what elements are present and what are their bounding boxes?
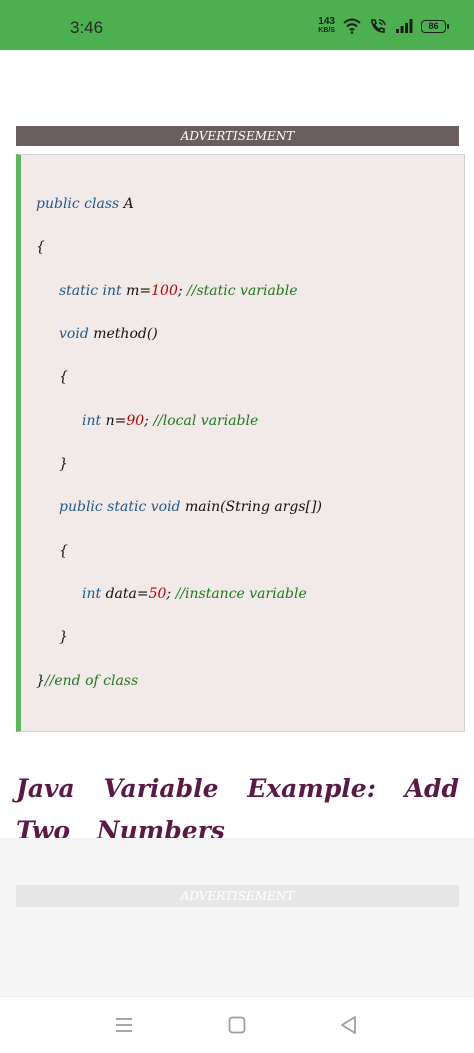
navigation-bar bbox=[0, 996, 474, 1053]
code-number: 50 bbox=[148, 586, 167, 602]
code-brace: { bbox=[36, 239, 45, 255]
code-brace: } bbox=[59, 456, 68, 472]
code-comment: //end of class bbox=[44, 673, 139, 689]
section-heading: Java Variable Example: Add Two Numbers bbox=[16, 774, 459, 845]
signal-icon bbox=[396, 19, 413, 33]
code-text: data= bbox=[105, 586, 149, 602]
code-brace: } bbox=[36, 673, 45, 689]
home-icon[interactable] bbox=[225, 1013, 249, 1037]
code-comment: //static variable bbox=[187, 283, 298, 299]
code-line: public static void main(String args[]) bbox=[59, 499, 322, 515]
code-number: 100 bbox=[151, 283, 178, 299]
back-icon[interactable] bbox=[337, 1013, 361, 1037]
advertisement-banner-bottom[interactable]: ADVERTISEMENT bbox=[16, 885, 459, 907]
code-text: m= bbox=[126, 283, 152, 299]
code-number: 90 bbox=[126, 413, 145, 429]
battery-level: 86 bbox=[428, 21, 439, 31]
code-keyword: int bbox=[82, 413, 106, 429]
code-line: void method() bbox=[59, 326, 158, 342]
code-line: int data=50; //instance variable bbox=[82, 586, 307, 602]
code-comment: //local variable bbox=[153, 413, 259, 429]
code-line: { bbox=[59, 543, 68, 559]
code-keyword: static int bbox=[59, 283, 127, 299]
wifi-calling-icon bbox=[371, 19, 386, 33]
code-line: static int m=100; //static variable bbox=[59, 283, 298, 299]
status-icons: 143 KB/S 86 bbox=[318, 15, 449, 37]
wifi-icon bbox=[343, 18, 361, 34]
status-time: 3:46 bbox=[70, 18, 104, 37]
ad-overlay[interactable] bbox=[0, 838, 474, 996]
code-keyword: public class bbox=[36, 196, 124, 212]
code-text: ; bbox=[177, 283, 188, 299]
code-line: } bbox=[59, 456, 68, 472]
network-speed: 143 KB/S bbox=[318, 17, 335, 35]
network-speed-unit: KB/S bbox=[318, 27, 335, 34]
code-line: }//end of class bbox=[36, 673, 138, 689]
code-line: { bbox=[59, 369, 68, 385]
code-text: main(String args[]) bbox=[184, 499, 322, 515]
code-text: ; bbox=[144, 413, 154, 429]
advertisement-banner[interactable]: ADVERTISEMENT bbox=[16, 126, 459, 146]
code-text: n= bbox=[105, 413, 127, 429]
code-text: A bbox=[123, 196, 134, 212]
code-keyword: void bbox=[59, 326, 94, 342]
menu-icon[interactable] bbox=[112, 1013, 136, 1037]
network-speed-value: 143 bbox=[318, 16, 335, 27]
code-block: public class A { static int m=100; //sta… bbox=[16, 154, 465, 732]
code-keyword: int bbox=[82, 586, 106, 602]
code-line: } bbox=[59, 629, 68, 645]
code-brace: { bbox=[59, 369, 68, 385]
code-brace: } bbox=[59, 629, 68, 645]
code-comment: //instance variable bbox=[175, 586, 307, 602]
code-line: public class A bbox=[36, 196, 134, 212]
code-line: int n=90; //local variable bbox=[82, 413, 258, 429]
battery-icon: 86 bbox=[421, 19, 449, 33]
code-text: ; bbox=[166, 586, 176, 602]
code-line: { bbox=[36, 239, 45, 255]
code-brace: { bbox=[59, 543, 68, 559]
code-text: method() bbox=[93, 326, 158, 342]
code-keyword: public static void bbox=[59, 499, 185, 515]
status-bar: 3:46 143 KB/S 86 bbox=[0, 0, 474, 50]
